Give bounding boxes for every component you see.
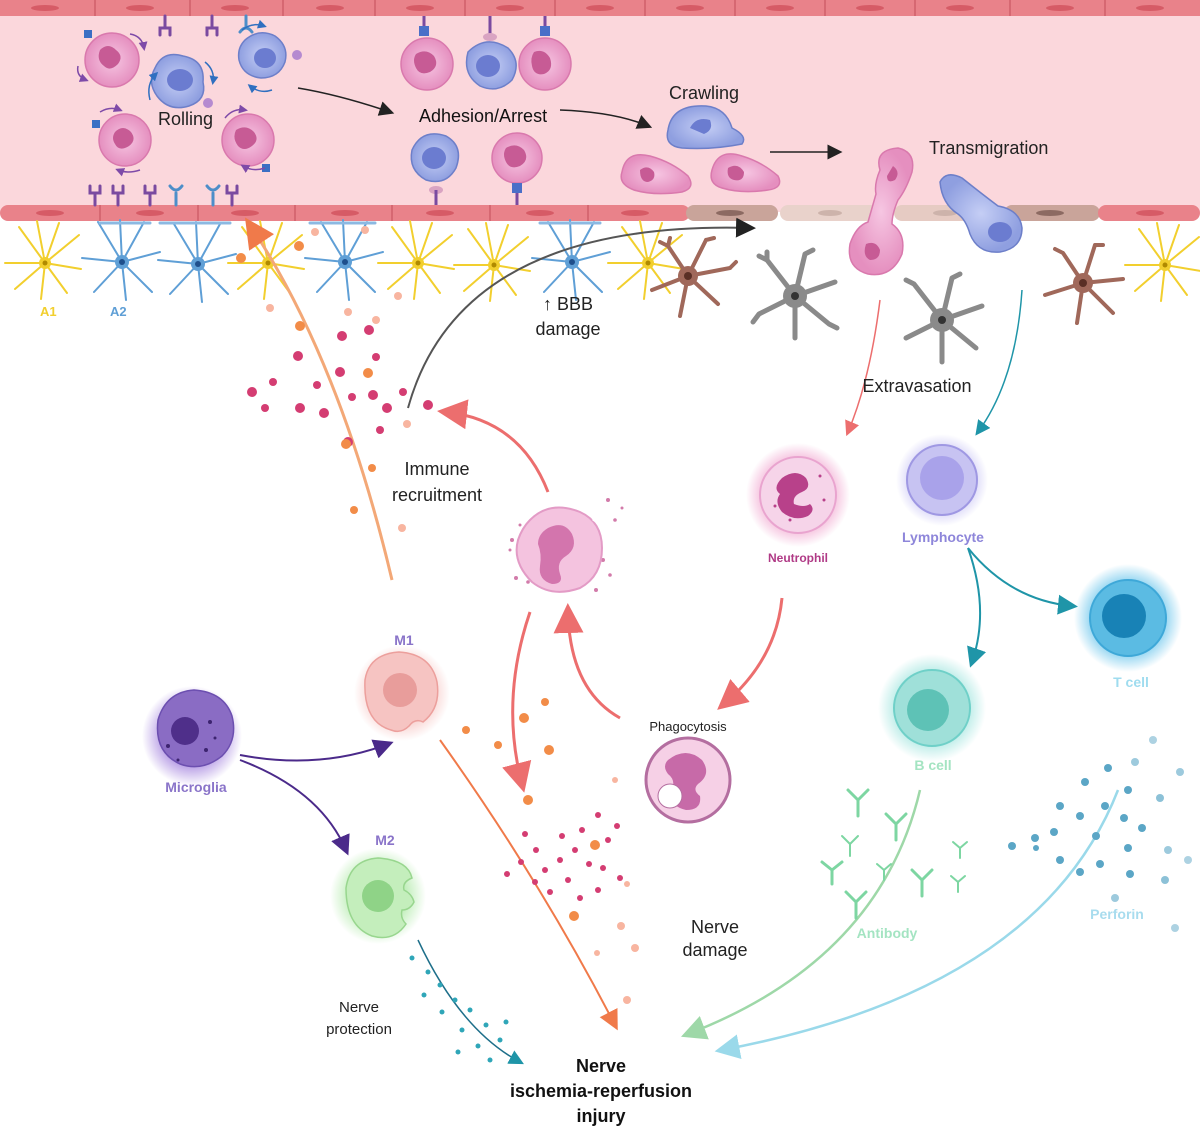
immune-recruitment-line2: recruitment: [392, 485, 482, 505]
microglia-to-m2-arrow: [239, 759, 350, 856]
protective-factors: [409, 955, 509, 1063]
astrocyte-layer: A1 A2: [4, 219, 1200, 319]
immune-recruitment-arrow: [437, 399, 550, 493]
crawling-neutrophil-1: [620, 154, 692, 195]
phagocytosis-label: Phagocytosis: [649, 719, 727, 734]
m1-label: M1: [394, 632, 414, 648]
rolling-to-adhesion-arrow: [297, 87, 395, 116]
a1-astrocytes: [4, 220, 1200, 302]
adhesion-to-crawling-arrow: [559, 109, 653, 129]
phagocytosis-to-neutrophil-arrow: [553, 603, 621, 720]
transmigrating-neutrophil: [848, 147, 914, 276]
lymphocyte-extravasation-arrow: [975, 289, 1023, 436]
perforin-to-injury-arrow: [714, 789, 1120, 1060]
rolling-neutrophil-1: [76, 30, 148, 88]
m1-to-bbb-arrow: [245, 217, 394, 581]
nerve-protection-line1: Nerve: [339, 999, 379, 1016]
m2-protection-arrow: [417, 939, 524, 1065]
antibody-cluster: Antibody: [820, 788, 968, 941]
rolling-label: Rolling: [158, 109, 213, 129]
rolling-monocyte: [148, 53, 219, 109]
a2-astrocytes: [81, 219, 611, 303]
extravasation-label: Extravasation: [862, 376, 971, 396]
microglia-to-m1-arrow: [239, 739, 394, 762]
perforin-label: Perforin: [1090, 906, 1144, 922]
m2-label: M2: [375, 832, 395, 848]
t-cell-label: T cell: [1113, 674, 1149, 690]
m2-macrophage: M2: [330, 832, 426, 944]
injury-line1: Nerve: [576, 1056, 626, 1076]
microglia-cell: Microglia: [142, 686, 242, 795]
antibody-label: Antibody: [857, 925, 918, 941]
microglia-label: Microglia: [165, 779, 227, 795]
adhesion-cells: Adhesion/Arrest: [400, 16, 572, 205]
adhesion-neutrophil-1: [400, 16, 454, 91]
lymphocyte-to-tcell-arrow: [967, 547, 1078, 615]
injury-line3: injury: [576, 1106, 625, 1126]
lymphocyte-to-bcell-arrow: [967, 547, 987, 668]
transmigration-cells: Transmigration: [848, 138, 1048, 276]
nerve-protection-line2: protection: [326, 1021, 392, 1038]
perforin-cluster: Perforin: [1008, 736, 1192, 932]
degranulating-neutrophil: [515, 506, 604, 593]
m1-macrophage: M1: [354, 632, 450, 741]
bbb-damage-line1: ↑ BBB: [543, 294, 593, 314]
rolling-monocyte-2: [237, 19, 302, 94]
adhesion-neutrophil-2: [518, 16, 572, 91]
blood-vessel: [0, 0, 1200, 221]
crawling-cells: Crawling: [620, 83, 781, 195]
neutrophil-cell: Neutrophil: [746, 443, 850, 565]
a1-label: A1: [40, 304, 57, 319]
m1-to-injury-arrow: [439, 739, 618, 1031]
antibody-to-injury-arrow: [681, 789, 922, 1040]
t-cell: T cell: [1074, 564, 1182, 690]
rolling-neutrophil-3: [221, 104, 275, 173]
rolling-neutrophil-2: [92, 103, 152, 177]
neutrophil-label: Neutrophil: [768, 551, 828, 565]
crawling-neutrophil-2: [710, 153, 781, 193]
b-cell-label: B cell: [914, 757, 951, 773]
final-outcome: Nerve ischemia-reperfusion injury: [510, 1056, 692, 1126]
neutrophil-to-debris-arrow: [502, 611, 532, 793]
adhesion-monocyte-2: [410, 133, 460, 205]
transmigration-label: Transmigration: [929, 138, 1048, 158]
nerve-damage-line1: Nerve: [691, 917, 739, 937]
adhesion-monocyte: [465, 16, 517, 90]
lymphocyte-cell: Lymphocyte: [896, 434, 988, 545]
adhesion-label: Adhesion/Arrest: [419, 106, 547, 126]
lymphocyte-label: Lymphocyte: [902, 529, 984, 545]
bbb-damage-line2: damage: [535, 319, 600, 339]
neutrophil-extravasation-arrow: [845, 299, 881, 437]
rolling-cells: Rolling: [76, 19, 302, 177]
bbb-damage-arrow: [407, 217, 756, 409]
nerve-damage-line2: damage: [682, 940, 747, 960]
phagocyte: Phagocytosis: [644, 719, 732, 824]
neutrophil-to-phagocytosis-arrow: [717, 597, 784, 710]
crawling-label: Crawling: [669, 83, 739, 103]
b-cell: B cell: [878, 654, 986, 773]
top-endothelium: [0, 0, 1200, 16]
a2-label: A2: [110, 304, 127, 319]
bottom-endothelium: [0, 205, 1200, 221]
adhesion-neutrophil-3: [491, 132, 543, 205]
pericytes: [650, 236, 1125, 365]
immune-recruitment-line1: Immune: [404, 459, 469, 479]
injury-line2: ischemia-reperfusion: [510, 1081, 692, 1101]
